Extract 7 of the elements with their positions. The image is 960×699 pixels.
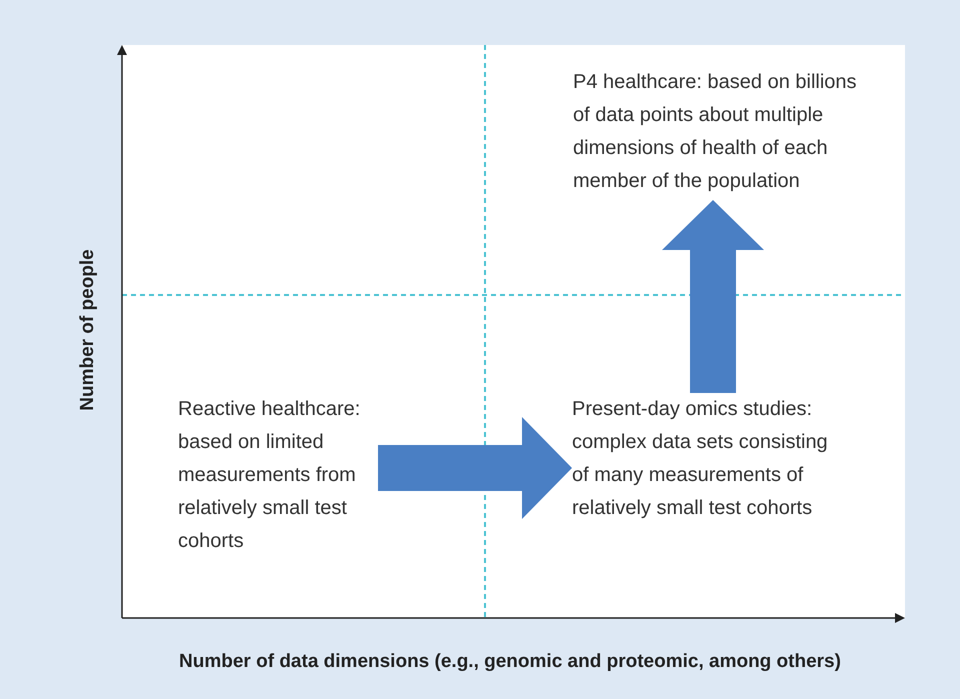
axis-title: Number of data dimensions (e.g., genomic and proteomic, among others)	[179, 651, 841, 673]
block-arrow	[378, 417, 572, 519]
description-text: P4 healthcare: based on billions of data points about multiple dimensions of health of each member of the population	[573, 70, 858, 194]
description-text: Present-day omics studies: complex data sets consisting of many measurements of relatively small test cohorts	[572, 397, 829, 521]
block-arrow	[662, 200, 764, 393]
description-text: Reactive healthcare: based on limited measurements from relatively small test cohorts	[178, 397, 362, 554]
axis-title: Number of people	[77, 249, 99, 411]
